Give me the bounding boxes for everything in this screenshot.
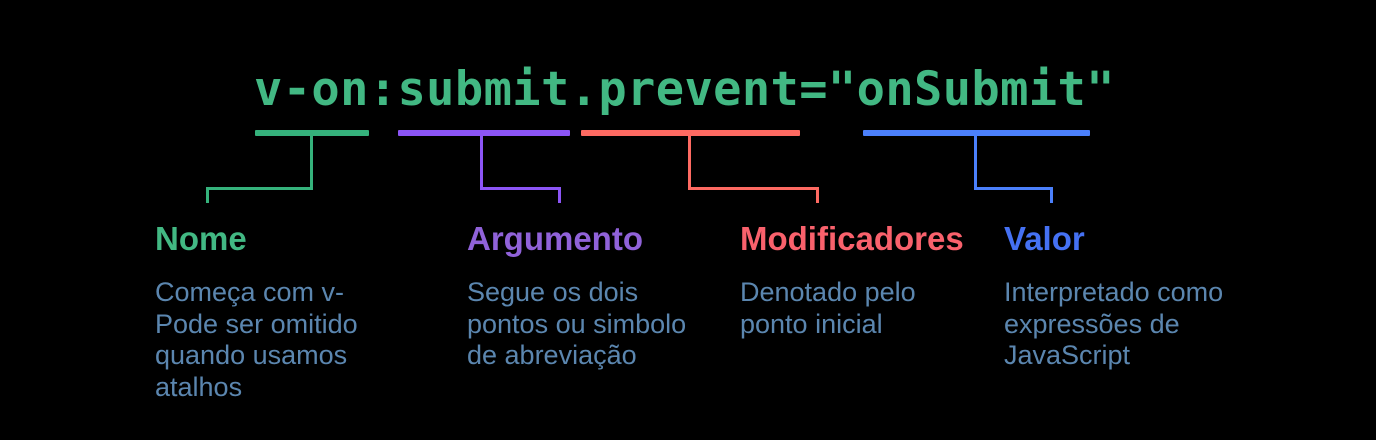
nome-underline-bar — [255, 130, 369, 136]
modificadores-connector-tick — [816, 187, 819, 203]
nome-connector-vertical — [310, 135, 313, 190]
nome-connector-horizontal — [206, 187, 313, 190]
nome-connector-tick — [206, 187, 209, 203]
valor-label: Valor — [1004, 220, 1085, 257]
nome-description: Começa com v- Pode ser omitido quando us… — [155, 277, 358, 404]
valor-underline-bar — [863, 130, 1090, 136]
description-line: pontos ou simbolo — [467, 308, 687, 339]
description-line: Denotado pelo — [740, 277, 916, 307]
modificadores-connector-vertical — [688, 135, 691, 190]
argumento-connector-tick — [558, 187, 561, 203]
description-line: quando usamos — [155, 340, 348, 371]
description-line: Segue os dois — [467, 277, 639, 307]
modificadores-connector-horizontal — [688, 187, 819, 190]
description-line: ponto inicial — [740, 308, 883, 339]
description-line: atalhos — [155, 372, 243, 403]
valor-description: Interpretado como expressões de JavaScri… — [1004, 277, 1223, 372]
argumento-underline-bar — [398, 130, 570, 136]
modificadores-underline-bar — [581, 130, 800, 136]
description-line: expressões de — [1004, 308, 1180, 339]
description-line: Começa com v- — [155, 277, 345, 307]
description-line: de abreviação — [467, 340, 637, 371]
argumento-description: Segue os dois pontos ou simbolo de abrev… — [467, 277, 686, 372]
code-expression: v-on:submit.prevent="onSubmit" — [254, 62, 1115, 117]
modificadores-description: Denotado pelo ponto inicial — [740, 277, 916, 340]
valor-connector-vertical — [974, 135, 977, 190]
argumento-connector-horizontal — [480, 187, 561, 190]
argumento-label: Argumento — [467, 220, 643, 257]
valor-connector-horizontal — [974, 187, 1053, 190]
description-line: JavaScript — [1004, 340, 1131, 371]
valor-connector-tick — [1050, 187, 1053, 203]
argumento-connector-vertical — [480, 135, 483, 190]
modificadores-label: Modificadores — [740, 220, 964, 257]
nome-label: Nome — [155, 220, 247, 257]
description-line: Pode ser omitido — [155, 308, 358, 339]
description-line: Interpretado como — [1004, 277, 1224, 307]
